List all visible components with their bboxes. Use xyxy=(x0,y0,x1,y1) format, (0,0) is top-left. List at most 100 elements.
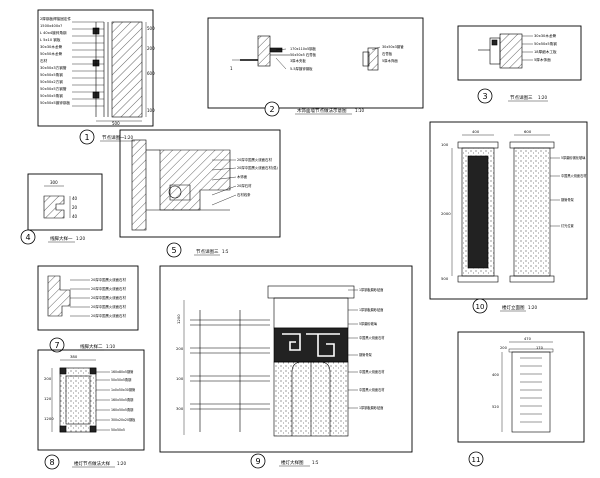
detail-8-dim-1: 380 xyxy=(70,354,78,359)
detail-4-frame xyxy=(27,173,103,231)
detail-1-number-circle xyxy=(79,129,95,145)
detail-9-dim-2: 200 xyxy=(176,346,184,351)
detail-10-note-4: 灯光位置 xyxy=(561,223,574,228)
detail-1-note-13: 50x50x5镀锌钢板 xyxy=(40,100,70,105)
detail-7-note-3: 20厚中国黑火烧面石材 xyxy=(91,295,126,300)
detail-5: 20厚中国黑火烧面石材 20厚中国黑火烧面石材(弧) 木饰面 20厚石材 石材线… xyxy=(119,129,281,258)
detail-7-title: 线脚大样二 xyxy=(80,343,103,350)
detail-2-wall-left xyxy=(257,35,271,67)
detail-5-notes: 20厚中国黑火烧面石材 20厚中国黑火烧面石材(弧) 木饰面 20厚石材 石材线… xyxy=(237,157,279,197)
detail-10-dim-4: 100 xyxy=(441,142,449,147)
detail-3-scale: 1:20 xyxy=(538,95,547,100)
detail-2-note-7: 5厚木饰面 xyxy=(382,58,398,63)
detail-1-note-4: L 5x10 钢板 xyxy=(40,37,61,42)
detail-2-note-1: 170x110x5钢板 xyxy=(290,46,317,51)
detail-1-note-8: 30x50x3方钢管 xyxy=(40,65,67,70)
detail-9-note-2: 1厚钢板磨砂贴面 xyxy=(359,307,383,312)
detail-4-number-circle xyxy=(20,229,36,245)
detail-2-wall-right xyxy=(367,47,379,71)
detail-1-note-12: 50x50x5角钢 xyxy=(40,93,63,98)
detail-1-note-2: 1500x400x? xyxy=(40,24,62,28)
detail-8-frame xyxy=(37,349,145,451)
detail-1-note-7: 石材 xyxy=(40,58,48,63)
detail-1-dim-5: 500 xyxy=(112,121,120,126)
detail-11-number-circle xyxy=(468,451,484,467)
detail-1-wall-section xyxy=(111,21,143,118)
detail-7-frame xyxy=(37,265,139,331)
detail-1-note-10: 50x50x2方钢 xyxy=(40,79,63,84)
detail-2-note-3: 3厚木夹板 xyxy=(290,58,306,63)
detail-3-title: 节点详图三 xyxy=(510,94,533,101)
detail-1-note-11: 50x50x5方钢管 xyxy=(40,86,67,91)
detail-9-note-4: 中国黑火烧面石材 xyxy=(359,335,385,340)
detail-5-number: 5 xyxy=(171,246,176,255)
detail-1-frame xyxy=(37,9,154,127)
detail-11-grooves xyxy=(520,357,542,423)
detail-3-note-3: 18厚细木工板 xyxy=(534,49,557,54)
detail-8-number-circle xyxy=(44,454,60,470)
detail-10-column-right xyxy=(513,147,551,277)
detail-8-dims: 380 200 120 1200 xyxy=(44,354,78,421)
detail-9-number-circle xyxy=(250,453,266,469)
detail-11-dims: 470 200 170 400 520 xyxy=(492,337,553,432)
detail-2-number: 2 xyxy=(269,105,274,114)
detail-5-round-profile xyxy=(168,185,182,199)
detail-10: 400 600 2000 100 500 5厚磨砂钢化玻璃 中国黑火烧面石材 钢… xyxy=(429,121,588,314)
detail-1: 2厚钢板焊接固定件 1500x400x? L 40x4镀锌角钢 L 5x10 钢… xyxy=(37,9,155,145)
detail-1-dim-2: 200 xyxy=(147,46,155,51)
detail-1-note-6: 50x50木龙骨 xyxy=(40,51,62,56)
detail-1-dim-1: 500 xyxy=(147,26,155,31)
detail-1-scale: 1:20 xyxy=(124,135,133,140)
detail-9: 1200 200 100 300 1厚钢板磨砂贴面 1厚钢板磨砂贴面 5厚磨砂玻… xyxy=(159,265,413,469)
detail-10-number-circle xyxy=(472,298,488,314)
detail-7-number-circle xyxy=(49,337,65,353)
detail-2-notes: 170x110x5钢板 50x50x5 石膏板 3厚木夹板 5-5厚镀锌钢板 3… xyxy=(290,44,404,71)
detail-8-note-1: 160x80x5钢管 xyxy=(111,369,133,374)
detail-5-note-4: 20厚石材 xyxy=(237,183,252,188)
detail-10-notes: 5厚磨砂钢化玻璃 中国黑火烧面石材 钢管骨架 灯光位置 xyxy=(561,155,587,228)
detail-7-scale: 1:10 xyxy=(106,344,115,349)
detail-5-note-1: 20厚中国黑火烧面石材 xyxy=(237,157,272,162)
detail-9-number: 9 xyxy=(255,457,260,466)
detail-11-frame xyxy=(457,331,585,443)
detail-10-scale: 1:20 xyxy=(528,305,537,310)
detail-5-stone-block xyxy=(159,149,231,211)
detail-5-wall-section xyxy=(131,139,147,231)
detail-8-dim-4: 1200 xyxy=(44,416,54,421)
detail-1-note-3: L 40x4镀锌角钢 xyxy=(40,30,67,35)
detail-10-dim-2: 600 xyxy=(524,129,532,134)
detail-9-dim-1: 1200 xyxy=(176,314,181,324)
detail-10-dims: 400 600 2000 100 500 xyxy=(441,129,550,281)
detail-9-frame xyxy=(159,265,413,453)
detail-11-number: 11 xyxy=(472,456,481,464)
detail-9-note-8: 1厚钢板磨砂贴面 xyxy=(359,405,383,410)
detail-5-frame xyxy=(119,129,281,238)
detail-8-column-section xyxy=(59,367,97,433)
detail-5-note-2: 20厚中国黑火烧面石材(弧) xyxy=(237,165,279,170)
detail-7-note-4: 20厚中国黑火烧面石材 xyxy=(91,304,126,309)
detail-4-number: 4 xyxy=(25,233,30,242)
detail-8-note-2: 50x50x5角钢 xyxy=(111,377,131,382)
detail-4-dim-2: 40 xyxy=(72,196,78,201)
detail-11-dim-2: 200 xyxy=(500,346,508,350)
detail-4: 300 40 20 40 4 线脚大样一 1:20 xyxy=(20,173,103,245)
detail-9-fret-band xyxy=(273,327,349,363)
detail-9-dims: 1200 200 100 300 xyxy=(176,314,184,411)
detail-3-wall-section xyxy=(499,33,523,69)
detail-10-note-3: 钢管骨架 xyxy=(561,197,575,202)
detail-9-note-1: 1厚钢板磨砂贴面 xyxy=(359,287,383,292)
detail-10-dim-1: 400 xyxy=(472,129,480,134)
detail-1-leaders xyxy=(72,21,104,107)
detail-8-note-5: 160x50x5角钢 xyxy=(111,407,133,412)
detail-4-dim-3: 20 xyxy=(72,205,78,210)
detail-2-note-4: 5-5厚镀锌钢板 xyxy=(290,66,313,71)
detail-2-note-6: 石膏板 xyxy=(382,51,393,56)
detail-8-note-3: 1x0x50x30钢管 xyxy=(111,387,135,392)
detail-1-dim-3: 600 xyxy=(147,71,155,76)
detail-3-number-circle xyxy=(477,88,493,104)
detail-9-notes: 1厚钢板磨砂贴面 1厚钢板磨砂贴面 5厚磨砂玻璃 中国黑火烧面石材 钢管骨架 中… xyxy=(359,287,385,410)
detail-11-dim-3: 170 xyxy=(536,346,544,350)
detail-4-title: 线脚大样一 xyxy=(50,235,73,242)
detail-3-note-2: 50x50x5角钢 xyxy=(534,41,557,46)
detail-2-note-2: 50x50x5 石膏板 xyxy=(290,52,317,57)
